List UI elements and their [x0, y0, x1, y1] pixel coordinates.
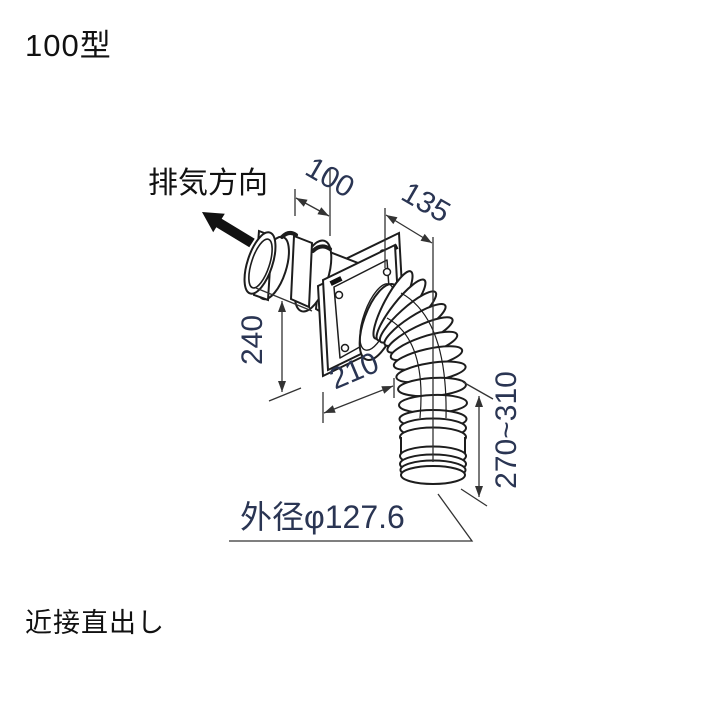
dim-line-135 — [385, 214, 433, 244]
extension-line — [462, 381, 494, 400]
extension-line — [460, 488, 488, 507]
leader-line-outer-diameter — [229, 493, 474, 542]
outer-diameter-label: 外径φ127.6 — [240, 499, 405, 535]
extension-line — [268, 387, 302, 402]
dimension-lines — [229, 168, 494, 542]
duct-bottom-face — [400, 465, 466, 485]
model-type-label: 100型 — [25, 28, 112, 63]
exhaust-direction-arrow-icon — [202, 212, 255, 248]
dim-270-310-label: 270~310 — [490, 371, 523, 489]
screw-hole — [334, 290, 344, 300]
screw-hole — [382, 267, 392, 277]
extension-line — [255, 287, 313, 312]
dim-240-label: 240 — [236, 315, 269, 365]
dim-line-210 — [323, 385, 394, 414]
dim-line-100 — [295, 197, 330, 217]
dim-135-label: 135 — [396, 176, 456, 230]
exhaust-direction-label: 排気方向 — [148, 167, 268, 200]
seam-mark — [280, 230, 298, 239]
dim-100-label: 100 — [300, 151, 360, 205]
installation-type-caption: 近接直出し — [25, 608, 165, 638]
seam-mark — [311, 244, 332, 253]
screw-hole — [340, 343, 350, 353]
